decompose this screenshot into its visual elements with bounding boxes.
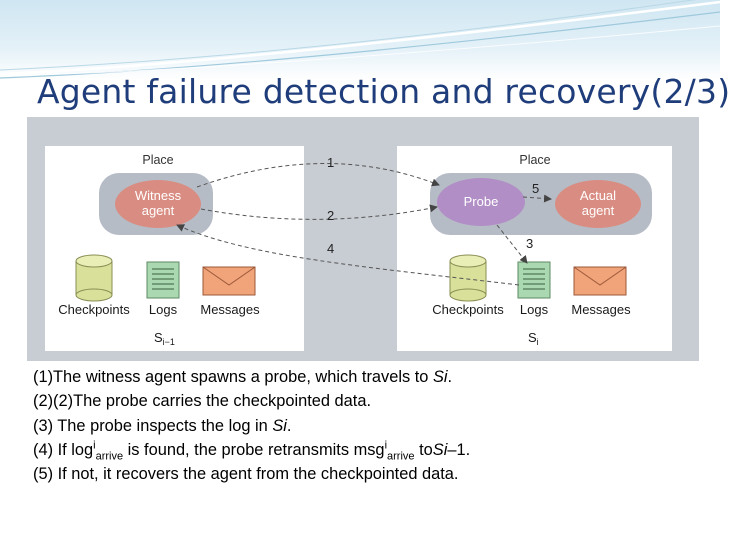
left-site-label: Si−1 xyxy=(154,330,175,347)
note-item: (3) The probe inspects the log in Si. xyxy=(33,416,292,435)
right-messages-label: Messages xyxy=(571,302,631,317)
right-checkpoints-label: Checkpoints xyxy=(432,302,504,317)
actual-agent-line2: agent xyxy=(582,203,615,218)
witness-agent-line1: Witness xyxy=(135,188,182,203)
agent-recovery-diagram: Place Witness agent Checkpoints Logs Mes… xyxy=(45,146,672,351)
arrow-4-number: 4 xyxy=(327,241,334,256)
arrow-1 xyxy=(196,163,440,188)
witness-agent-node xyxy=(115,180,201,228)
arrow-3 xyxy=(496,224,528,264)
note-item: (2)(2)The probe carries the checkpointed… xyxy=(33,392,372,411)
right-messages-icon xyxy=(573,266,627,296)
left-checkpoints-label: Checkpoints xyxy=(58,302,130,317)
actual-agent-line1: Actual xyxy=(580,188,616,203)
right-logs-label: Logs xyxy=(520,302,549,317)
note-item: (1)The witness agent spawns a probe, whi… xyxy=(33,368,453,386)
note-item: (5) If not, it recovers the agent from t… xyxy=(33,465,459,484)
page-title: Agent failure detection and recovery(2/3… xyxy=(37,72,730,111)
left-messages-icon xyxy=(202,266,256,296)
arrow-2 xyxy=(200,204,438,220)
left-logs-icon xyxy=(146,261,180,299)
header-band xyxy=(0,0,721,80)
arrow-2-number: 2 xyxy=(327,208,334,223)
probe-node xyxy=(437,178,525,226)
actual-agent-node xyxy=(555,180,641,228)
arrow-4 xyxy=(176,224,520,286)
notes-list: (1)The witness agent spawns a probe, whi… xyxy=(33,365,703,486)
probe-label: Probe xyxy=(464,194,499,209)
header-swoosh xyxy=(0,0,721,79)
arrow-5-number: 5 xyxy=(532,181,539,196)
witness-agent-line2: agent xyxy=(142,203,175,218)
left-checkpoints-icon xyxy=(75,254,113,302)
diagram-frame: Place Witness agent Checkpoints Logs Mes… xyxy=(27,117,699,361)
right-site-label: Si xyxy=(528,330,539,347)
left-logs-label: Logs xyxy=(149,302,178,317)
arrow-5 xyxy=(522,194,552,203)
left-place-label: Place xyxy=(142,153,173,167)
note-item: (4) If logiarrive is found, the probe re… xyxy=(33,439,471,463)
right-logs-icon xyxy=(517,261,551,299)
arrow-1-number: 1 xyxy=(327,155,334,170)
arrow-3-number: 3 xyxy=(526,236,533,251)
right-place-label: Place xyxy=(519,153,550,167)
left-messages-label: Messages xyxy=(200,302,260,317)
